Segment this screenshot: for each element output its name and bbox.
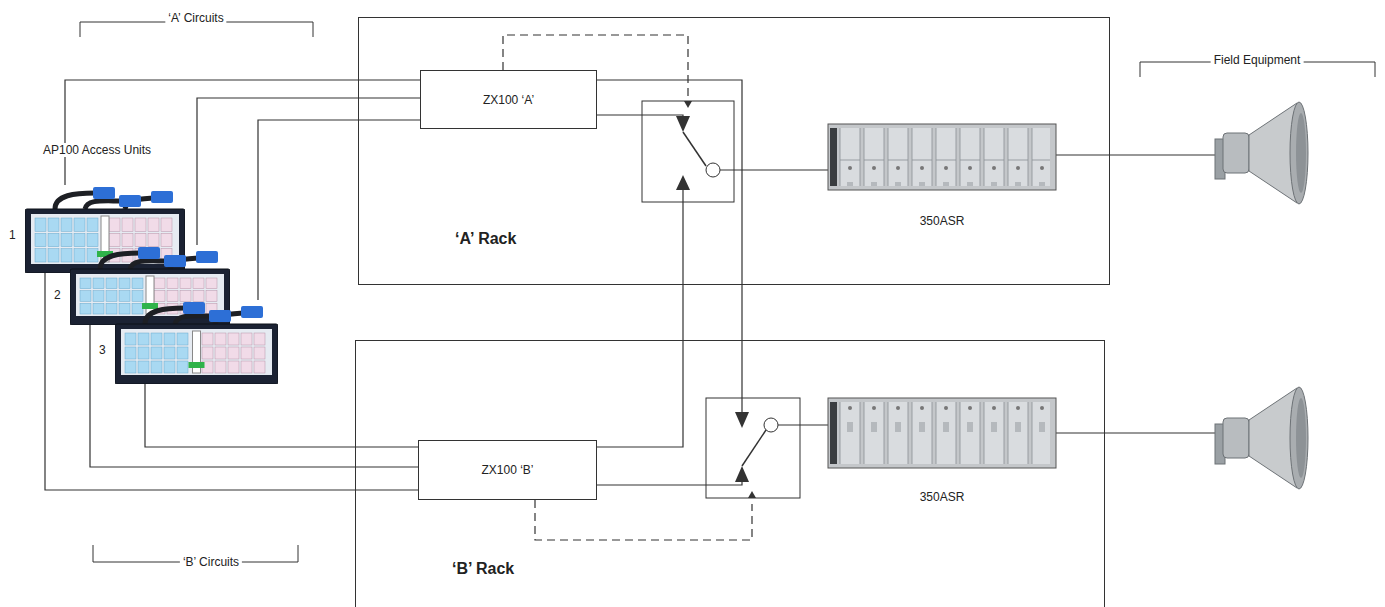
amplifier-unit: 350ASR	[828, 124, 1056, 232]
group-bracket-label: ‘B’ Circuits	[180, 555, 242, 569]
controller-box: ZX100 ‘A’	[420, 70, 597, 129]
rack-title: ‘A’ Rack	[455, 230, 516, 248]
box-label: ZX100 ‘B’	[481, 463, 533, 477]
changeover-switch	[706, 398, 800, 498]
rack-enclosure: ‘B’ Rack ZX100 ‘B’ 350ASR	[355, 340, 1105, 607]
group-label: AP100 Access Units	[40, 143, 154, 157]
rack-enclosure: ‘A’ Rack ZX100 ‘A’ 350ASR	[358, 17, 1110, 285]
rack-wiring	[503, 35, 1215, 540]
signal-circuit	[45, 273, 418, 490]
amplifier-unit: 350ASR	[828, 398, 1056, 508]
rack-title: ‘B’ Rack	[452, 560, 514, 578]
brackets	[80, 22, 1375, 562]
access-unit-illustration	[115, 300, 278, 384]
signal-circuit	[145, 384, 418, 447]
callout-number: 1	[9, 228, 16, 242]
controller-box: ZX100 ‘B’	[418, 440, 597, 500]
callout-number: 2	[54, 288, 61, 302]
access-unit: 3	[115, 300, 278, 384]
signal-circuit	[65, 80, 420, 185]
box-label: ZX100 ‘A’	[483, 93, 534, 107]
callout-number: 3	[99, 343, 106, 357]
amplifier-rack	[828, 124, 1056, 468]
signal-circuit	[90, 325, 418, 467]
group-bracket-label: Field Equipment	[1211, 53, 1304, 67]
box-label: 350ASR	[828, 214, 1056, 228]
group-bracket-label: ‘A’ Circuits	[165, 11, 226, 25]
signal-circuit	[258, 120, 420, 300]
changeover-switch	[642, 101, 734, 202]
horn-speaker	[1215, 102, 1308, 489]
box-label: 350ASR	[828, 490, 1056, 504]
